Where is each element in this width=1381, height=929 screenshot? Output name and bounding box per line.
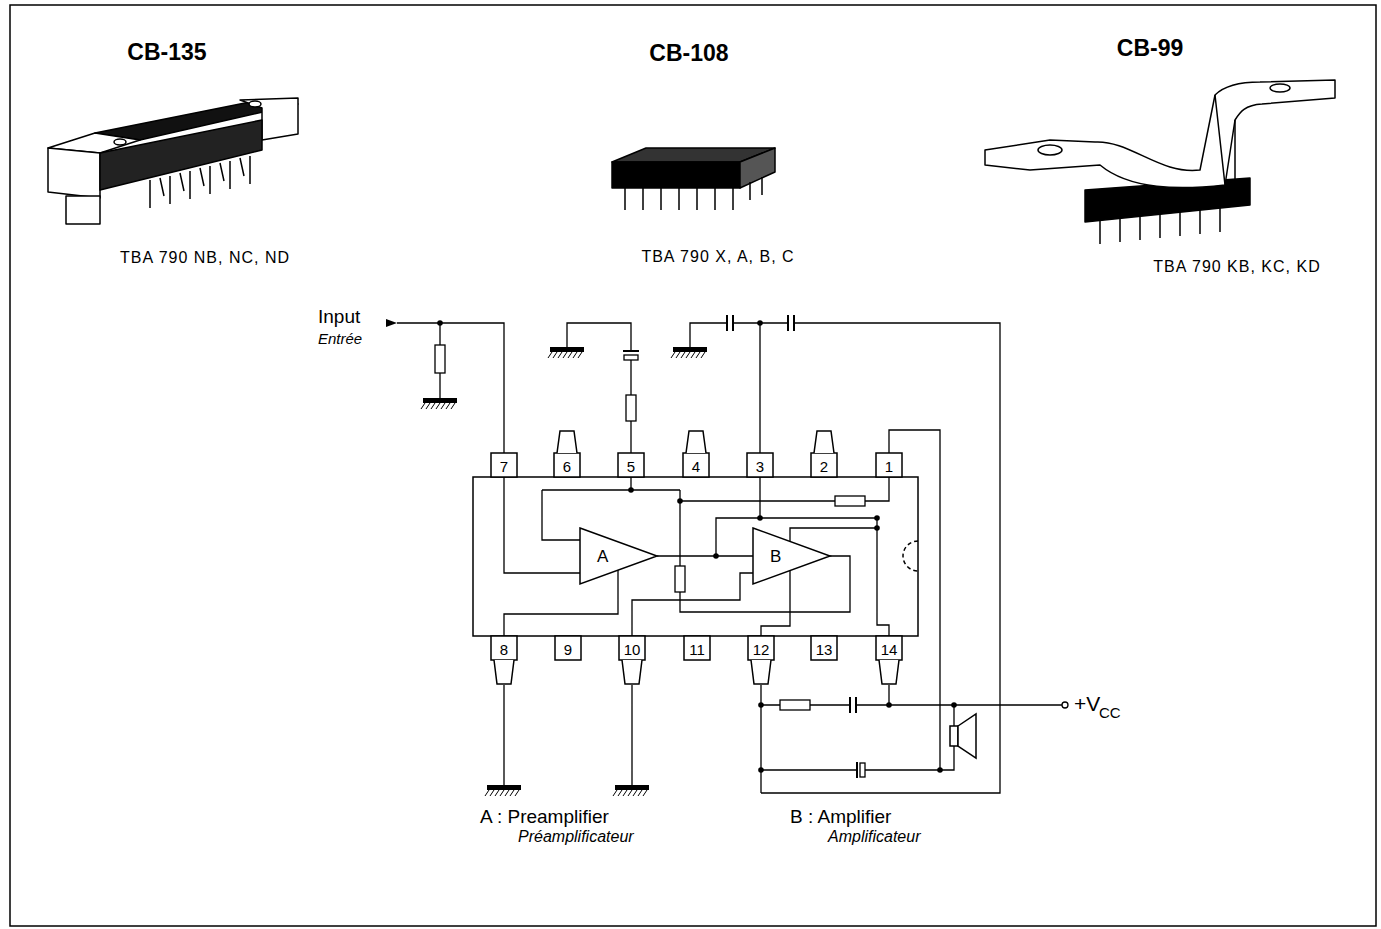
ic-package xyxy=(473,431,918,684)
signal-name: Input xyxy=(318,307,360,326)
pin-number: 12 xyxy=(753,642,770,657)
pin xyxy=(619,636,645,660)
internal-wire xyxy=(504,477,889,636)
legend-note: A : Preamplifier xyxy=(480,807,609,826)
triangle-outline xyxy=(580,528,657,584)
pin-number: 11 xyxy=(689,642,705,657)
speaker-symbol xyxy=(958,714,976,758)
pin-number: 1 xyxy=(885,459,893,474)
supply-name: CC xyxy=(1099,705,1121,720)
package-body xyxy=(612,162,740,188)
package-leads xyxy=(1100,208,1220,244)
part-number: TBA 790 NB, NC, ND xyxy=(120,250,290,266)
resistor-symbol xyxy=(626,395,636,421)
package-leads xyxy=(150,156,250,208)
pin-number: 13 xyxy=(816,642,833,657)
pin-number: 7 xyxy=(500,459,508,474)
pin-number: 2 xyxy=(820,459,828,474)
ic-body xyxy=(473,477,918,636)
heat-tab xyxy=(494,660,899,684)
triangle-outline xyxy=(753,528,830,584)
resistor-symbol xyxy=(435,345,445,373)
strap-edge xyxy=(1215,95,1235,185)
signal-wire xyxy=(657,555,753,556)
package-name: CB-108 xyxy=(649,42,728,65)
speaker-symbol xyxy=(950,726,958,746)
pin-number: 3 xyxy=(756,459,764,474)
cb135-package xyxy=(48,98,298,224)
pin xyxy=(491,453,517,477)
pin xyxy=(876,636,902,660)
cb108-package xyxy=(612,148,775,210)
signal-name: Entrée xyxy=(318,331,362,346)
frame xyxy=(10,5,1376,926)
electrolytic-capacitor xyxy=(860,763,865,777)
ground-symbol xyxy=(421,347,707,796)
cb99-package xyxy=(985,80,1335,244)
pin xyxy=(618,453,644,477)
strap-hole xyxy=(1270,84,1290,92)
pin xyxy=(811,636,837,660)
heat-tab xyxy=(557,431,834,453)
amplifier-triangle: B xyxy=(753,528,830,584)
legend-note: Préamplificateur xyxy=(518,829,634,845)
pin xyxy=(555,636,581,660)
package-name: CB-135 xyxy=(127,41,206,64)
pin xyxy=(554,453,580,477)
resistor-symbol xyxy=(835,496,865,506)
package-side xyxy=(740,148,775,188)
heat-strap xyxy=(985,80,1335,188)
external-wire xyxy=(397,323,1062,793)
triangle-outline xyxy=(580,528,657,584)
index-notch xyxy=(903,541,918,571)
pin-number: 4 xyxy=(692,459,700,474)
amplifier-triangle: A xyxy=(580,528,657,584)
part-number: TBA 790 KB, KC, KD xyxy=(1153,259,1320,275)
pin-number: 14 xyxy=(881,642,898,657)
legend-note: B : Amplifier xyxy=(790,807,891,826)
package-hole xyxy=(249,101,261,107)
pin-number: 5 xyxy=(627,459,635,474)
junction-dot xyxy=(437,320,957,773)
pin xyxy=(747,453,773,477)
pin xyxy=(684,636,710,660)
package-end xyxy=(48,148,100,198)
package-hole xyxy=(114,139,126,145)
package-foot xyxy=(66,196,100,224)
electrolytic-capacitor xyxy=(624,355,638,360)
supply-name: +V xyxy=(1074,693,1100,714)
supply-terminal xyxy=(1062,702,1068,708)
input-arrow xyxy=(386,319,397,327)
pin-number: 6 xyxy=(563,459,571,474)
pin xyxy=(876,453,902,477)
triangle-outline xyxy=(753,528,830,584)
legend-note: Amplificateur xyxy=(828,829,920,845)
strap-hole xyxy=(1038,145,1062,155)
pin xyxy=(683,453,709,477)
package-name: CB-99 xyxy=(1117,37,1183,60)
amplifier-label: B xyxy=(753,548,781,565)
pin-number: 9 xyxy=(564,642,572,657)
part-number: TBA 790 X, A, B, C xyxy=(641,249,794,265)
pin-number: 8 xyxy=(500,642,508,657)
resistor-symbol xyxy=(675,566,685,592)
pin xyxy=(491,636,517,660)
pin xyxy=(748,636,774,660)
capacitor-symbol xyxy=(623,315,857,778)
pin-number: 10 xyxy=(624,642,641,657)
pin xyxy=(811,453,837,477)
resistor-symbol xyxy=(780,700,810,710)
amplifier-label: A xyxy=(580,548,608,565)
package-leads xyxy=(625,177,762,210)
